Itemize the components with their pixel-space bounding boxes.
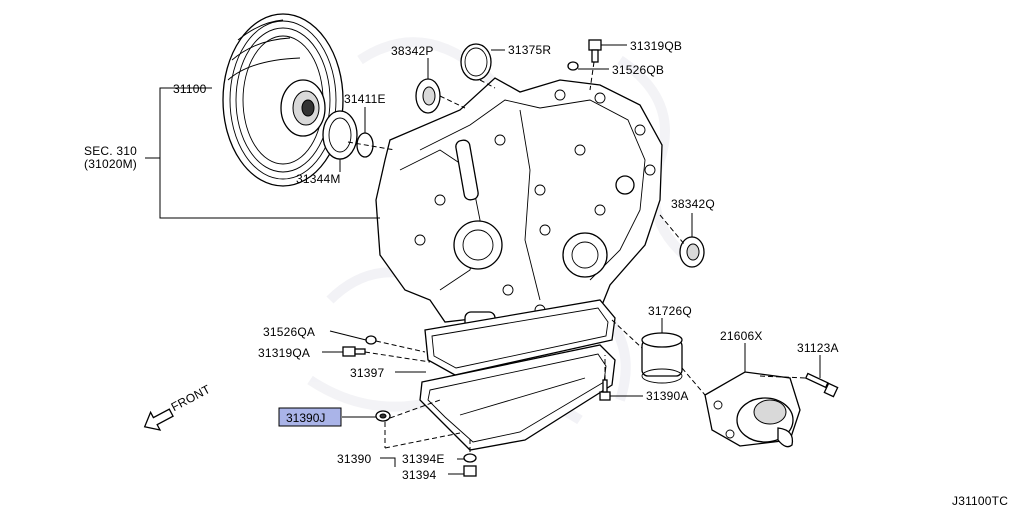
front-direction-arrow <box>143 408 174 431</box>
label-31319QB[interactable]: 31319QB <box>630 39 682 53</box>
label-31390A[interactable]: 31390A <box>646 389 689 403</box>
label-31123A[interactable]: 31123A <box>797 341 839 355</box>
label-31526QB[interactable]: 31526QB <box>612 63 664 77</box>
label-31526QA[interactable]: 31526QA <box>263 325 315 339</box>
washer-31526QA[interactable] <box>365 335 377 345</box>
label-38342P[interactable]: 38342P <box>391 44 434 58</box>
leader-lines <box>145 44 821 475</box>
oil-pan-31390[interactable] <box>419 344 616 451</box>
label-31375R[interactable]: 31375R <box>508 43 551 57</box>
label-38342Q[interactable]: 38342Q <box>671 197 715 211</box>
drain-bolt-31394[interactable] <box>463 465 477 477</box>
label-31020M: (31020M) <box>84 157 137 171</box>
label-sec-310[interactable]: SEC. 310 <box>84 144 137 158</box>
label-31397[interactable]: 31397 <box>350 366 384 380</box>
oil-cooler-21606X[interactable] <box>704 371 801 448</box>
washer-31394E[interactable] <box>463 453 477 463</box>
oil-pan-gasket-31397[interactable] <box>424 299 616 376</box>
front-label: FRONT <box>169 382 213 414</box>
plug-31319QB[interactable] <box>588 39 602 63</box>
oil-filter-31726Q[interactable] <box>641 332 683 384</box>
label-21606X[interactable]: 21606X <box>720 329 763 343</box>
label-31411E[interactable]: 31411E <box>344 92 386 106</box>
label-31394[interactable]: 31394 <box>402 468 436 482</box>
magnet-31390J[interactable] <box>375 410 391 422</box>
label-31344M[interactable]: 31344M <box>296 172 341 186</box>
label-31390[interactable]: 31390 <box>337 452 371 466</box>
bolt-31123A[interactable] <box>804 372 839 398</box>
seal-38342P[interactable] <box>415 78 441 114</box>
oring-31375R[interactable] <box>460 43 492 81</box>
label-31394E[interactable]: 31394E <box>402 452 445 466</box>
label-31100[interactable]: 31100 <box>173 82 207 96</box>
transmission-case <box>375 77 663 343</box>
seal-38342Q[interactable] <box>679 236 705 268</box>
label-31390J[interactable]: 31390J <box>286 411 325 425</box>
seal-31344M[interactable] <box>322 110 358 160</box>
part-labels: 31100 SEC. 310 (31020M) 31344M 31411E 38… <box>84 39 1008 508</box>
washer-31526QB[interactable] <box>567 61 579 71</box>
torque-converter[interactable] <box>222 13 344 187</box>
highlight-box <box>278 407 342 427</box>
diagram-ref-code: J31100TC <box>952 494 1008 508</box>
label-31319QA[interactable]: 31319QA <box>258 346 310 360</box>
plug-31319QA[interactable] <box>342 346 366 357</box>
label-31726Q[interactable]: 31726Q <box>648 304 692 318</box>
